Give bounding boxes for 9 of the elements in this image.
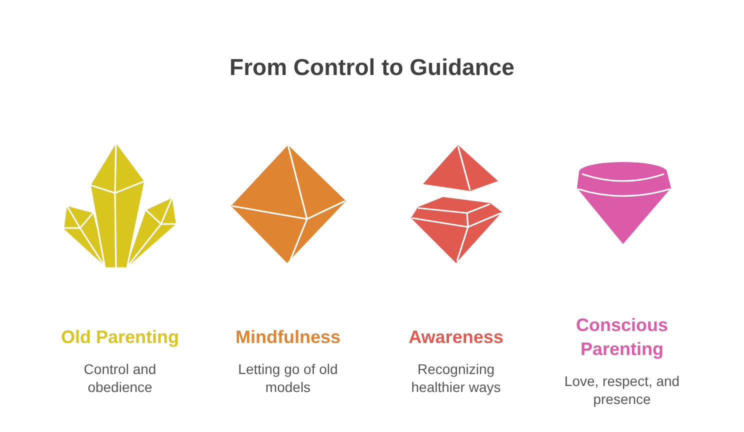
stage-description: Control and obedience [82, 360, 158, 396]
stage-heading: Conscious Parenting [574, 314, 669, 360]
stage-description: Letting go of old models [237, 360, 339, 396]
stage-heading: Mindfulness [235, 326, 340, 348]
stage-heading: Old Parenting [60, 326, 179, 348]
stage-heading: Awareness [408, 326, 504, 348]
stage-description: Love, respect, and presence [563, 372, 681, 408]
diagram-title: From Control to Guidance [230, 53, 514, 81]
stage-description: Recognizing healthier ways [410, 360, 502, 396]
